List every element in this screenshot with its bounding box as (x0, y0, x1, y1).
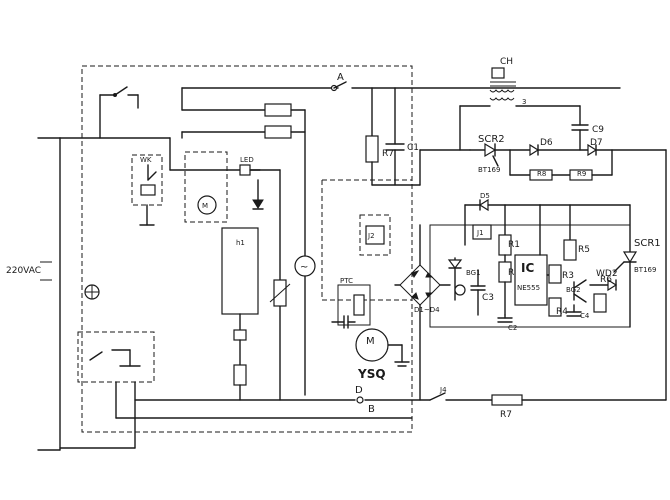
capacitor-c2-icon (497, 314, 513, 323)
j1-label: J1 (476, 229, 484, 237)
diode-arrow-icon (252, 179, 264, 210)
r2-label: R2 (508, 268, 520, 278)
transformer-ch-icon (489, 67, 516, 101)
c2-label: C2 (508, 324, 517, 332)
supply-voltage-label: 220VAC (6, 266, 41, 276)
h1-label: h1 (236, 239, 245, 247)
transistor-bg1-icon (447, 257, 466, 301)
relay-j1 (472, 224, 492, 240)
j4-label: J4 (439, 386, 447, 394)
fuse-indicator-icon (84, 284, 100, 300)
transistor-bg2-icon (573, 279, 587, 303)
scr2-label: SCR2 (478, 134, 505, 145)
resistor-r4 (548, 297, 562, 317)
timer-motor-box (184, 151, 228, 223)
heating-element-box (221, 227, 259, 315)
timer-motor-icon: M (197, 195, 217, 215)
bridge-rectifier-icon (399, 264, 441, 306)
r4-label: R4 (556, 307, 568, 317)
enclosure-dashed-outline (81, 65, 413, 433)
top-bus (99, 87, 621, 139)
lamp-label: LED (240, 156, 254, 164)
motor-capacitor-icon (331, 315, 356, 329)
relay-j2-box (359, 214, 391, 256)
node-a-switch-icon (330, 81, 347, 92)
d6-label: D6 (540, 138, 553, 148)
ysq-label: YSQ (357, 367, 386, 381)
diode-d5-icon (478, 198, 489, 212)
resistor-r3 (548, 264, 562, 284)
ptc-label: PTC (340, 277, 353, 285)
wd2-label: WD2 (596, 269, 618, 279)
fuse-small (233, 329, 247, 341)
scr1-label: SCR1 (634, 238, 661, 249)
thermostat-switch-icon (140, 164, 157, 196)
r9-label: R9 (577, 170, 586, 178)
c9-label: C9 (592, 125, 604, 135)
resistor-r7-bottom (491, 394, 523, 406)
node-a-label: A (337, 72, 344, 83)
timer-switch-box (77, 331, 155, 383)
r6-label: R6 (600, 275, 612, 285)
capacitor-c3-icon (470, 269, 486, 316)
ic-label: IC (521, 261, 534, 275)
c4-label: C4 (580, 312, 590, 320)
heater-resistor-1 (181, 103, 306, 117)
ptc-box (337, 284, 371, 326)
capacitor-c4-icon (566, 304, 582, 317)
r5-label: R5 (578, 245, 590, 255)
svg-text:M: M (202, 202, 208, 210)
timer-switch-contacts (89, 349, 141, 367)
relay-j2 (365, 225, 385, 245)
ac-source-icon: ~ (294, 255, 316, 277)
r7-top-label: R7 (382, 149, 394, 159)
r1-label: R1 (508, 240, 520, 250)
ptc-resistor (353, 294, 365, 316)
resistor-r7-top (365, 135, 379, 163)
motor-label: M (366, 336, 375, 347)
c1-label: C1 (407, 143, 419, 153)
ne555-label: NE555 (517, 284, 540, 292)
supply-arrows (40, 261, 52, 281)
node-d-label: D (355, 385, 363, 396)
svg-text:~: ~ (300, 262, 308, 273)
relay-contact-j4 (429, 392, 446, 401)
ic-ne555 (514, 254, 548, 306)
scr2-thyristor-icon (469, 142, 531, 167)
door-switch-icon (113, 86, 128, 97)
resistor-r5 (563, 239, 577, 261)
bg2-label: BG2 (566, 286, 581, 294)
winding-3-label: 3 (522, 98, 526, 106)
d5-label: D5 (480, 192, 490, 200)
mains-input (37, 137, 171, 451)
zener-wd2-icon (589, 278, 618, 292)
thermostat-label: WK (140, 156, 152, 164)
r3-label: R3 (562, 271, 574, 281)
scr1-thyristor-icon (613, 204, 638, 328)
bt169-right-label: BT169 (634, 266, 656, 274)
r7-bottom-label: R7 (500, 410, 512, 420)
r8-label: R8 (537, 170, 546, 178)
heater-resistor-2 (181, 125, 306, 139)
ch-label: CH (500, 57, 513, 67)
bt169-top-label: BT169 (478, 166, 500, 174)
series-resistor (233, 364, 247, 386)
bg1-label: BG1 (466, 269, 481, 277)
d7-label: D7 (590, 138, 603, 148)
lamp-indicator-icon (239, 164, 251, 176)
bottom-bus (115, 396, 431, 419)
resistor-r6 (593, 293, 607, 313)
enclosure-inner-dash (321, 179, 412, 301)
d1d4-label: D1~D4 (414, 306, 440, 314)
diode-d6-icon (529, 143, 540, 157)
thermistor-icon (269, 279, 291, 307)
c3-label: C3 (482, 293, 494, 303)
j2-label: J2 (367, 232, 375, 240)
node-b-label: B (368, 404, 375, 415)
